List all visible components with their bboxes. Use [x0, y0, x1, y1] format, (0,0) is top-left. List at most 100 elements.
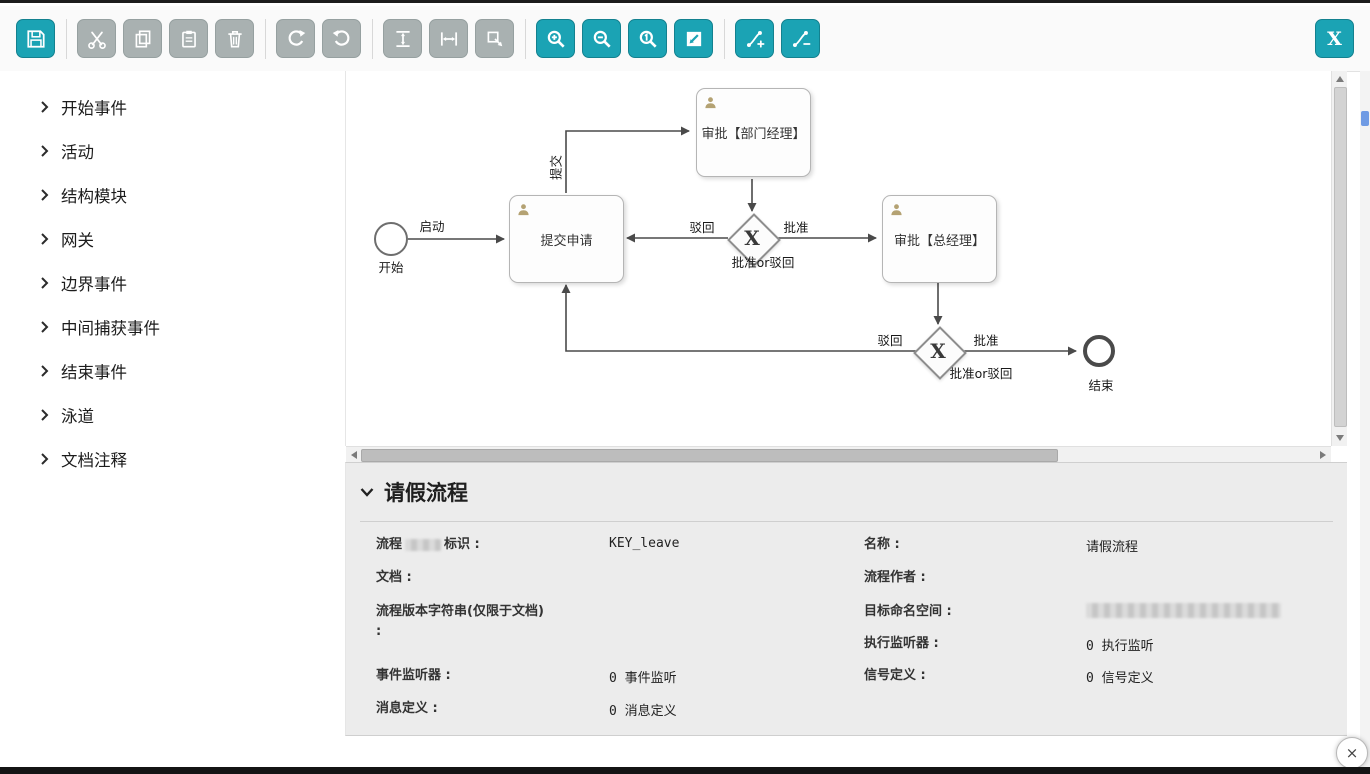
- task-label: 审批【部门经理】: [701, 127, 806, 142]
- scroll-right-arrow-icon[interactable]: [1320, 451, 1326, 459]
- prop-value-name[interactable]: 请假流程: [1086, 540, 1139, 555]
- window-bottom-edge: [0, 767, 1370, 774]
- task-submit-application[interactable]: 提交申请: [509, 195, 624, 283]
- redacted-value: [1086, 603, 1281, 618]
- delete-button[interactable]: [215, 19, 254, 58]
- palette-item-annotations[interactable]: 文档注释: [0, 437, 345, 481]
- toolbar-separator: [724, 18, 725, 59]
- diagram-canvas[interactable]: 开始 提交申请 审批【部门经理】 审批【总经理】 X 批准or驳回 X 批准or…: [345, 71, 1332, 446]
- end-event-node[interactable]: [1083, 335, 1115, 367]
- process-title: 请假流程: [384, 480, 468, 505]
- sequence-flows: [408, 126, 1077, 356]
- vertical-scroll-thumb[interactable]: [1334, 87, 1347, 427]
- exclusive-gateway-1[interactable]: X: [727, 213, 781, 267]
- zoom-out-button[interactable]: [582, 19, 621, 58]
- palette-item-swimlanes[interactable]: 泳道: [0, 393, 345, 437]
- flow-label-approve-1: 批准: [783, 220, 809, 235]
- gateway-x-symbol: X: [930, 339, 946, 363]
- prop-value-message-definitions[interactable]: 0 消息定义: [609, 704, 677, 719]
- chevron-right-icon: [41, 233, 49, 245]
- close-panel-button[interactable]: ×: [1336, 737, 1368, 769]
- page-scrollbar[interactable]: [1360, 71, 1370, 770]
- task-approve-dept-manager[interactable]: 审批【部门经理】: [696, 88, 811, 177]
- zoom-actual-button[interactable]: [628, 19, 667, 58]
- prop-value-event-listeners[interactable]: 0 事件监听: [609, 671, 677, 686]
- zoom-in-icon: [545, 28, 567, 50]
- same-size-icon: [484, 28, 506, 50]
- scroll-up-arrow-icon[interactable]: [1336, 76, 1344, 82]
- redo-icon: [285, 28, 307, 50]
- horizontal-scroll-thumb[interactable]: [361, 449, 1058, 462]
- save-button[interactable]: [16, 19, 55, 58]
- canvas-horizontal-scrollbar[interactable]: [346, 446, 1331, 463]
- trash-icon: [224, 28, 246, 50]
- prop-label-version-string: 流程版本字符串(仅限于文档) :: [376, 604, 544, 639]
- align-horizontal-icon: [438, 28, 460, 50]
- page-scroll-thumb[interactable]: [1361, 111, 1369, 126]
- bendpoint-add-button[interactable]: [735, 19, 774, 58]
- prop-label-documentation: 文档 :: [376, 570, 412, 585]
- task-approve-general-manager[interactable]: 审批【总经理】: [882, 195, 997, 283]
- palette-item-intermediate-catching-events[interactable]: 中间捕获事件: [0, 305, 345, 349]
- zoom-out-icon: [591, 28, 613, 50]
- scroll-left-arrow-icon[interactable]: [351, 451, 357, 459]
- prop-label-target-namespace: 目标命名空间 :: [864, 604, 952, 619]
- palette-item-gateways[interactable]: 网关: [0, 217, 345, 261]
- bendpoint-remove-button[interactable]: [781, 19, 820, 58]
- palette-item-activities[interactable]: 活动: [0, 129, 345, 173]
- start-event-label: 开始: [378, 260, 404, 275]
- prop-label-author: 流程作者 :: [864, 570, 926, 585]
- cut-button[interactable]: [77, 19, 116, 58]
- canvas-vertical-scrollbar[interactable]: [1331, 71, 1347, 446]
- prop-label-process-key: 流程标识 :: [376, 537, 480, 552]
- zoom-fit-button[interactable]: [674, 19, 713, 58]
- scissors-icon: [86, 28, 108, 50]
- prop-label-message-definitions: 消息定义 :: [376, 701, 438, 716]
- user-task-icon: [890, 201, 903, 220]
- redo-button[interactable]: [276, 19, 315, 58]
- prop-value-execution-listeners[interactable]: 0 执行监听: [1086, 639, 1154, 654]
- shape-palette: 开始事件 活动 结构模块 网关 边界事件 中间捕获事件 结束事件 泳道 文档注释: [0, 71, 345, 767]
- undo-button[interactable]: [322, 19, 361, 58]
- end-event-label: 结束: [1088, 378, 1114, 393]
- bendpoint-add-icon: [744, 28, 766, 50]
- close-x-symbol: ×: [1345, 744, 1359, 762]
- task-label: 提交申请: [540, 233, 593, 249]
- prop-label-signal-definitions: 信号定义 :: [864, 668, 926, 683]
- exclusive-gateway-2[interactable]: X: [913, 326, 967, 380]
- chevron-right-icon: [41, 365, 49, 377]
- chevron-right-icon: [41, 321, 49, 333]
- zoom-in-button[interactable]: [536, 19, 575, 58]
- properties-header[interactable]: 请假流程: [360, 477, 468, 507]
- undo-icon: [331, 28, 353, 50]
- prop-value-process-key[interactable]: KEY_leave: [609, 536, 680, 551]
- palette-item-structural[interactable]: 结构模块: [0, 173, 345, 217]
- prop-label-name: 名称 :: [864, 537, 900, 552]
- task-label: 审批【总经理】: [893, 233, 985, 249]
- chevron-right-icon: [41, 145, 49, 157]
- palette-item-start-events[interactable]: 开始事件: [0, 85, 345, 129]
- prop-value-signal-definitions[interactable]: 0 信号定义: [1086, 671, 1154, 686]
- user-task-icon: [704, 94, 717, 113]
- chevron-down-icon: [360, 488, 374, 497]
- zoom-actual-icon: [637, 28, 659, 50]
- divider: [360, 521, 1333, 522]
- flow-label-reject-1: 驳回: [689, 220, 715, 235]
- toolbar-separator: [66, 18, 67, 59]
- paste-button[interactable]: [169, 19, 208, 58]
- palette-item-end-events[interactable]: 结束事件: [0, 349, 345, 393]
- copy-button[interactable]: [123, 19, 162, 58]
- scroll-down-arrow-icon[interactable]: [1336, 435, 1344, 441]
- close-editor-button[interactable]: X: [1315, 19, 1354, 58]
- start-event-node[interactable]: [374, 222, 408, 256]
- palette-item-boundary-events[interactable]: 边界事件: [0, 261, 345, 305]
- align-horizontal-button[interactable]: [429, 19, 468, 58]
- same-size-button[interactable]: [475, 19, 514, 58]
- chevron-right-icon: [41, 189, 49, 201]
- align-vertical-button[interactable]: [383, 19, 422, 58]
- prop-label-execution-listeners: 执行监听器 :: [864, 636, 939, 651]
- copy-icon: [132, 28, 154, 50]
- properties-panel: 请假流程 流程标识 : KEY_leave 名称 : 请假流程 文档 : 流程作…: [345, 462, 1347, 736]
- user-task-icon: [517, 201, 530, 220]
